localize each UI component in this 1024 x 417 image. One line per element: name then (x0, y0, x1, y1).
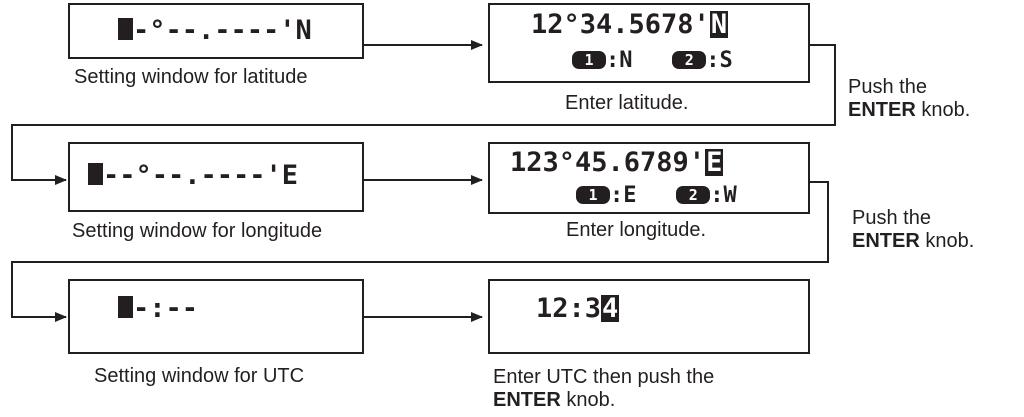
longitude-key-options: 1:E 2:W (576, 185, 737, 207)
key-1-icon: 1 (576, 186, 610, 204)
utc-enter-caption: Enter UTC then push the ENTER knob. (493, 366, 715, 411)
utc-value: 12:34 (536, 293, 620, 324)
digit-cursor: 4 (601, 293, 620, 324)
key-1-icon: 1 (572, 51, 606, 69)
hemisphere-cursor: N (709, 9, 729, 40)
utc-setting-caption: Setting window for UTC (94, 365, 305, 387)
latitude-enter-caption: Enter latitude. (565, 92, 689, 114)
latitude-setting-window: -°--.----'N (68, 3, 364, 59)
utc-setting-window: -:-- (68, 279, 364, 354)
key-2-icon: 2 (676, 186, 711, 204)
key-2-icon: 2 (672, 51, 707, 69)
longitude-value: 123°45.6789'E (510, 147, 724, 178)
push-enter-instruction-2: Push the ENTER knob. (852, 207, 975, 252)
latitude-value: 12°34.5678'N (531, 9, 729, 40)
hemisphere-cursor: E (705, 147, 724, 178)
longitude-setting-caption: Setting window for longitude (72, 220, 323, 242)
latitude-key-options: 1:N 2:S (572, 50, 733, 72)
latitude-enter-window: 12°34.5678'N 1:N 2:S (488, 3, 810, 83)
latitude-setting-readout: -°--.----'N (118, 17, 312, 44)
cursor-block (88, 163, 103, 185)
longitude-setting-window: --°--.----'E (68, 142, 364, 212)
push-enter-instruction-1: Push the ENTER knob. (848, 76, 971, 121)
utc-setting-readout: -:-- (118, 295, 198, 322)
latitude-setting-caption: Setting window for latitude (74, 66, 308, 88)
longitude-enter-caption: Enter longitude. (566, 219, 707, 241)
longitude-setting-readout: --°--.----'E (88, 162, 298, 189)
utc-enter-window: 12:34 (488, 279, 810, 354)
cursor-block (118, 18, 133, 40)
longitude-enter-window: 123°45.6789'E 1:E 2:W (488, 142, 810, 214)
cursor-block (118, 296, 133, 318)
